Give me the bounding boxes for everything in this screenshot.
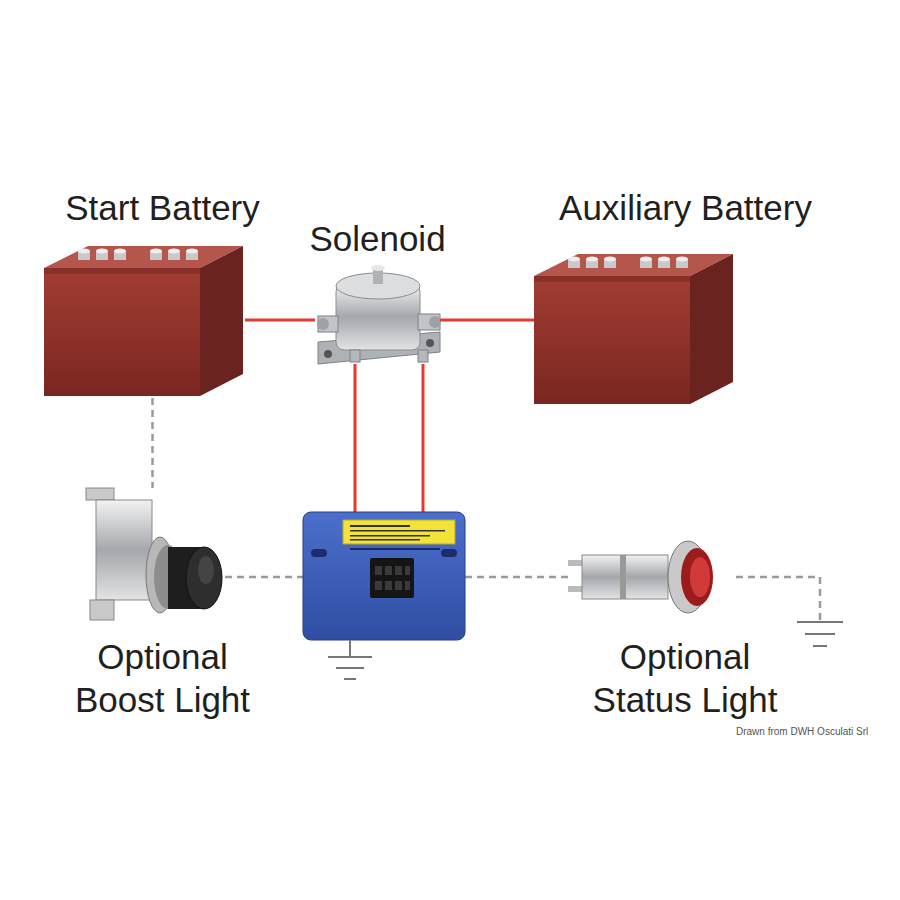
controller-body: [303, 512, 465, 640]
battery: Auxiliary Battery: [534, 254, 733, 404]
connector-pin: [405, 566, 410, 575]
sticker-print: [350, 530, 445, 532]
connector-pin: [395, 581, 402, 590]
boost-switch-picture: [86, 488, 222, 620]
ground-lead: [349, 640, 351, 657]
component-label: Start Battery: [28, 186, 298, 229]
switch-tab: [90, 600, 114, 620]
battery: Start Battery: [40, 240, 245, 398]
component-label: Optional Status Light: [570, 635, 800, 721]
connector-pin: [385, 566, 392, 575]
control-wire: [736, 577, 820, 620]
connector-pin: [375, 566, 382, 575]
lamp-lens: [681, 548, 713, 606]
switch-bracket: [96, 500, 152, 600]
coil-wire: [354, 364, 357, 512]
sticker-print: [350, 535, 430, 537]
solenoid-terminal: [418, 314, 440, 330]
switch-tab: [86, 488, 114, 500]
controller-print: [350, 548, 440, 550]
controller-connector: [370, 558, 414, 598]
sticker-print: [350, 525, 410, 527]
solenoid-terminal: [429, 316, 441, 328]
indicator-light: Optional Status Light: [568, 538, 736, 618]
bracket-hole: [426, 339, 434, 347]
status-light-picture: [568, 541, 713, 613]
ground-bar: [336, 667, 364, 669]
component-label: Solenoid: [278, 217, 478, 260]
watermark: Drawn from DWH Osculati Srl: [736, 726, 868, 738]
ground-bar: [328, 656, 372, 658]
ground-symbol: [328, 640, 372, 679]
coil-wire: [422, 364, 425, 512]
solenoid-picture: [317, 265, 441, 364]
ground-bar: [797, 621, 843, 623]
start-battery-picture: [44, 246, 243, 396]
solenoid-coil-terminal: [418, 350, 428, 362]
component-label: Optional Boost Light: [55, 635, 270, 721]
solenoid-stud: [371, 265, 385, 271]
solenoid-terminal: [318, 316, 338, 332]
push-switch: Optional Boost Light: [80, 488, 225, 622]
connector-pin: [385, 581, 392, 590]
ground-bar: [805, 633, 835, 635]
switch-knob-shine: [198, 556, 214, 584]
solenoid-coil-terminal: [350, 350, 360, 362]
ground-symbol: [797, 622, 843, 646]
connector-pin: [395, 566, 402, 575]
lamp-lens-glow: [690, 557, 710, 597]
solenoid-terminal: [317, 318, 329, 330]
power-wire: [151, 398, 154, 488]
ground-bar: [813, 645, 827, 647]
power-wire: [245, 319, 315, 322]
connector-pin: [375, 581, 382, 590]
control-wire: [225, 576, 303, 579]
sticker-print: [350, 539, 420, 541]
lamp-body: [582, 555, 668, 599]
switch-knob-face: [186, 547, 222, 609]
mounting-slot: [441, 549, 457, 557]
mounting-slot: [311, 549, 327, 557]
auxiliary-battery-picture: [534, 254, 733, 404]
lamp-ring: [620, 555, 626, 599]
component-label: Auxiliary Battery: [521, 186, 851, 229]
controller-picture: [303, 512, 465, 640]
connector-pin: [405, 581, 410, 590]
ground-bar: [344, 678, 356, 680]
control-wire: [465, 576, 568, 579]
power-wire: [440, 319, 534, 322]
controller-sticker: [343, 520, 455, 544]
bracket-hole: [324, 350, 332, 358]
solenoid: Solenoid: [315, 262, 440, 378]
